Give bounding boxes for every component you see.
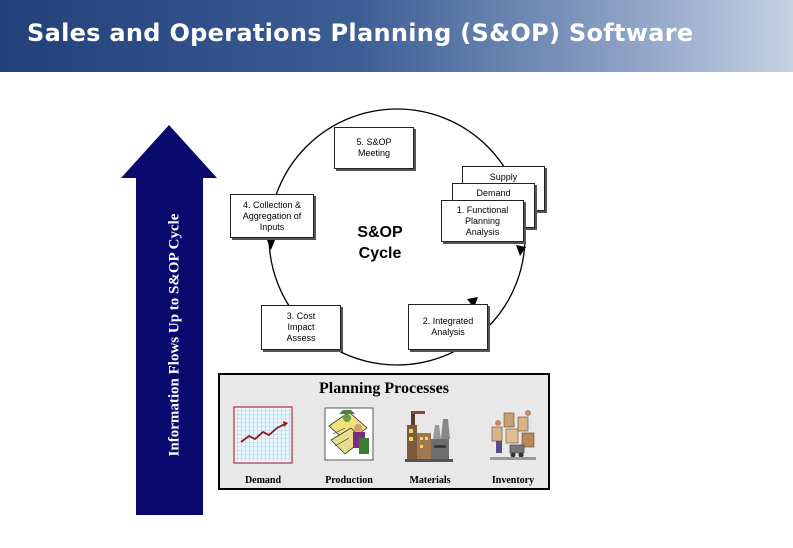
step-functional-planning: 1. Functional Planning Analysis [441, 200, 524, 242]
cycle-arrowhead [267, 240, 275, 250]
step-sop-meeting: 5. S&OP Meeting [334, 127, 414, 169]
process-label-demand: Demand [244, 475, 282, 486]
cycle-arrowhead [467, 297, 478, 308]
cycle-arrowhead [516, 245, 526, 256]
demand-chart-icon [233, 406, 293, 464]
planning-processes-panel: Planning Processes [218, 373, 550, 490]
step-cost-impact: 3. Cost Impact Assess [261, 305, 341, 350]
warehouse-boxes-icon [490, 410, 536, 460]
factory-icon [405, 411, 453, 462]
process-label-inventory: Inventory [491, 475, 535, 486]
step-integrated-analysis: 2. Integrated Analysis [408, 304, 488, 350]
production-worker-icon [324, 407, 374, 461]
process-label-production: Production [325, 475, 373, 486]
step-collection-aggregation: 4. Collection & Aggregation of Inputs [230, 194, 314, 238]
process-label-materials: Materials [409, 475, 451, 486]
planning-processes-title: Planning Processes [319, 380, 449, 397]
header-banner: Sales and Operations Planning (S&OP) Sof… [0, 0, 793, 72]
page-title: Sales and Operations Planning (S&OP) Sof… [27, 19, 694, 47]
cycle-center-label: S&OP Cycle [357, 224, 403, 262]
